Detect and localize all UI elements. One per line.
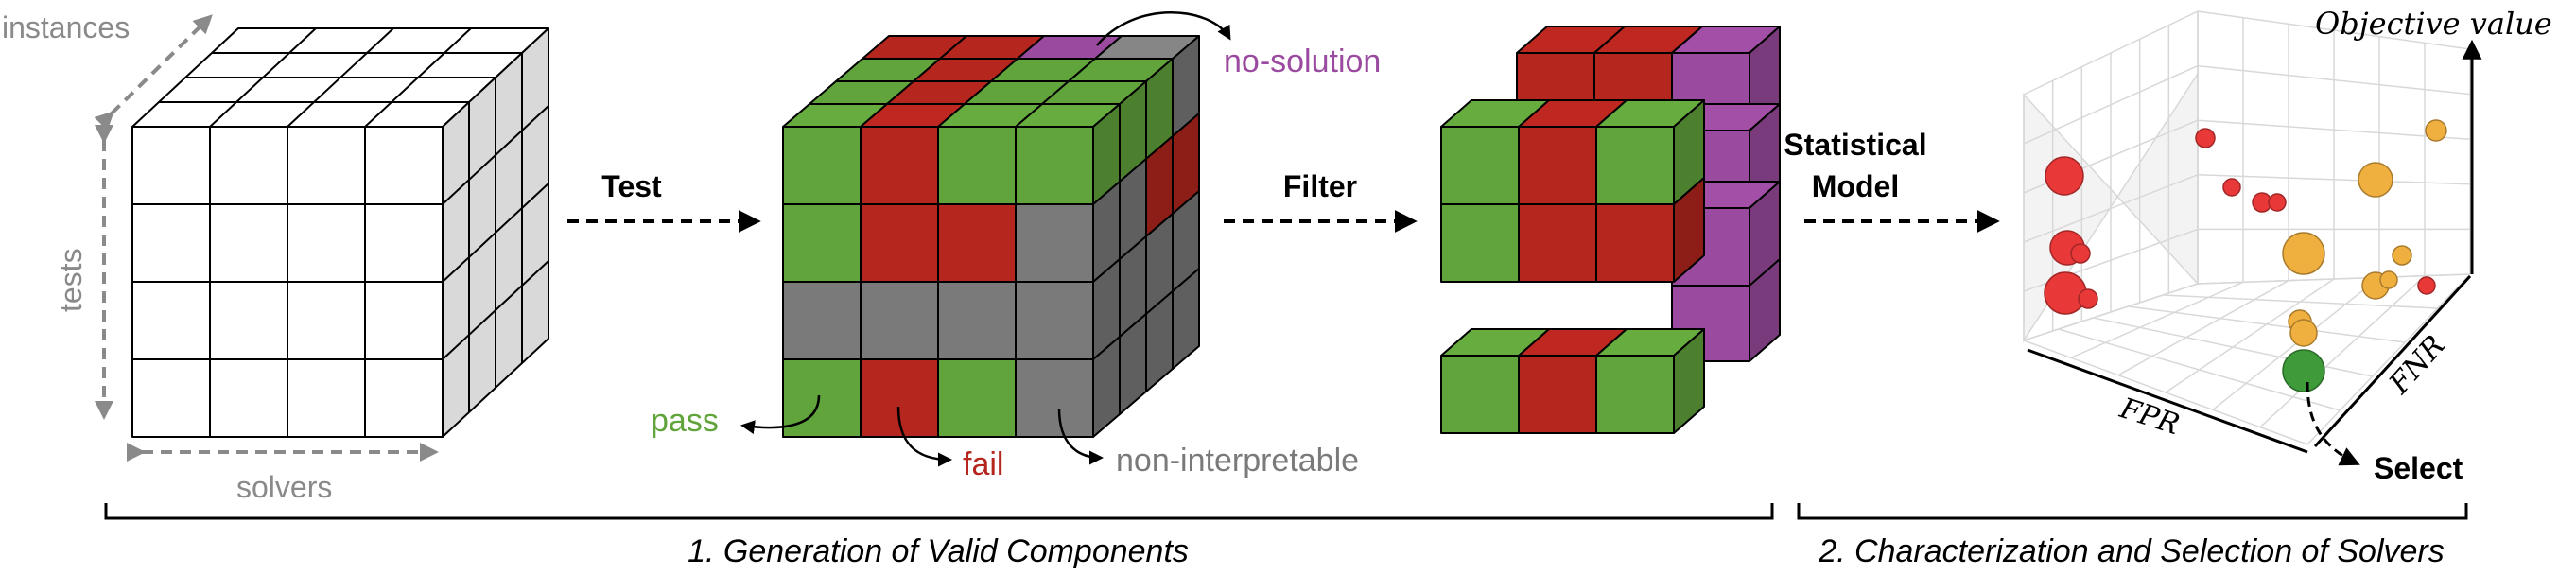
cube2-front-cell bbox=[1015, 281, 1094, 360]
statistical-label-line1: Statistical bbox=[1784, 128, 1926, 162]
instances-arrow bbox=[94, 14, 213, 131]
z-axis-label: Objective value bbox=[2315, 6, 2552, 42]
empty-cube bbox=[131, 27, 549, 438]
cube3-upper-cell-front bbox=[1440, 203, 1520, 283]
x-axis-label: FPR bbox=[2115, 392, 2184, 442]
plot-grid-line bbox=[2197, 10, 2471, 50]
plot-point-red bbox=[2268, 193, 2287, 212]
plot-point-green bbox=[2282, 349, 2325, 392]
plot-point-red bbox=[2222, 178, 2241, 197]
tests-label: tests bbox=[54, 248, 88, 312]
plot-point-red bbox=[2045, 156, 2084, 196]
plot-point-red bbox=[2417, 276, 2436, 295]
cube2-front-cell bbox=[937, 281, 1017, 360]
cube1-side-grid-a bbox=[442, 260, 549, 360]
plot-grid-line bbox=[2023, 283, 2199, 341]
test-label: Test bbox=[601, 169, 662, 203]
instances-label: instances bbox=[2, 10, 130, 44]
cube3-lower-cell-front bbox=[1518, 355, 1597, 434]
cube2-front-cell bbox=[1015, 126, 1094, 205]
plot-grid-line bbox=[2259, 275, 2426, 428]
plot-grid-line bbox=[2197, 273, 2471, 285]
cube2-front-cell bbox=[1015, 203, 1094, 283]
non-interpretable-label: non-interpretable bbox=[1116, 443, 1359, 479]
no-solution-pointer bbox=[1096, 11, 1231, 46]
cube3-lower-cell-front bbox=[1595, 355, 1675, 434]
cube1-top-grid-a bbox=[364, 27, 472, 128]
plot-grid bbox=[2023, 10, 2471, 445]
plot-grid-line bbox=[2117, 280, 2289, 376]
cube2-front-cell bbox=[860, 203, 939, 283]
cube2-front-cell bbox=[1015, 358, 1094, 438]
no-solution-label: no-solution bbox=[1224, 44, 1381, 79]
objective-3d-plot: Objective value FPR FNR Select bbox=[2023, 6, 2552, 485]
cube3-lower-cell-front bbox=[1440, 355, 1520, 434]
plot-grid-line bbox=[2197, 174, 2471, 185]
plot-points bbox=[2044, 119, 2447, 392]
plot-grid-line bbox=[2070, 281, 2244, 359]
x-axis bbox=[2027, 348, 2308, 454]
plot-grid-line bbox=[2093, 317, 2373, 377]
section2-bracket bbox=[1797, 503, 2468, 520]
cube3-upper-cell-front bbox=[1518, 126, 1597, 205]
cube3-upper-cell-front bbox=[1518, 203, 1597, 283]
plot-point-red bbox=[2070, 243, 2091, 264]
plot-point-red bbox=[2195, 128, 2216, 148]
fail-label: fail bbox=[963, 446, 1003, 482]
plot-grid-line bbox=[2306, 273, 2471, 445]
section2-label: 2. Characterization and Selection of Sol… bbox=[1818, 533, 2444, 569]
plot-point-orange bbox=[2425, 119, 2447, 142]
plot-grid-line bbox=[2163, 294, 2438, 309]
cube2-front-cell bbox=[860, 281, 939, 360]
plot-point-orange bbox=[2289, 319, 2318, 347]
cube3-upper-cell-front bbox=[1440, 126, 1520, 205]
cube2-front-cell bbox=[937, 358, 1017, 438]
plot-point-orange bbox=[2358, 162, 2393, 198]
plot-point-orange bbox=[2392, 245, 2412, 266]
outcome-cube bbox=[782, 35, 1200, 438]
cube3-upper-cell-front bbox=[1595, 203, 1675, 283]
filter-label: Filter bbox=[1283, 169, 1357, 203]
pass-pointer bbox=[740, 394, 821, 435]
select-label: Select bbox=[2374, 451, 2463, 485]
cube2-front-cell bbox=[937, 203, 1017, 283]
pass-label: pass bbox=[651, 403, 719, 439]
filtered-components bbox=[1440, 26, 1781, 434]
plot-grid-line bbox=[2197, 64, 2471, 96]
solvers-label: solvers bbox=[236, 470, 332, 504]
plot-grid-line bbox=[2128, 305, 2406, 343]
cube2-front-cell bbox=[937, 126, 1017, 205]
plot-grid-line bbox=[2023, 340, 2308, 445]
section1-bracket bbox=[104, 503, 1774, 520]
cube2-front-cell bbox=[782, 126, 862, 205]
cube3-upper-cell-front bbox=[1595, 126, 1675, 205]
section1-label: 1. Generation of Valid Components bbox=[688, 533, 1189, 569]
plot-point-red bbox=[2078, 288, 2098, 309]
plot-grid-line bbox=[2165, 278, 2335, 393]
cube2-front-cell bbox=[860, 126, 939, 205]
plot-point-orange bbox=[2379, 270, 2398, 289]
plot-grid-line bbox=[2197, 119, 2471, 140]
plot-point-orange bbox=[2282, 232, 2325, 275]
statistical-label-line2: Model bbox=[1812, 169, 1899, 203]
y-axis-label: FNR bbox=[2382, 329, 2451, 401]
non-interpretable-pointer bbox=[1057, 408, 1104, 465]
cube2-front-cell bbox=[782, 281, 862, 360]
fail-pointer bbox=[896, 406, 952, 467]
cube2-front-cell bbox=[782, 203, 862, 283]
plot-grid-line bbox=[2058, 328, 2341, 411]
select-pointer bbox=[2306, 381, 2360, 466]
y-axis bbox=[2313, 274, 2472, 448]
